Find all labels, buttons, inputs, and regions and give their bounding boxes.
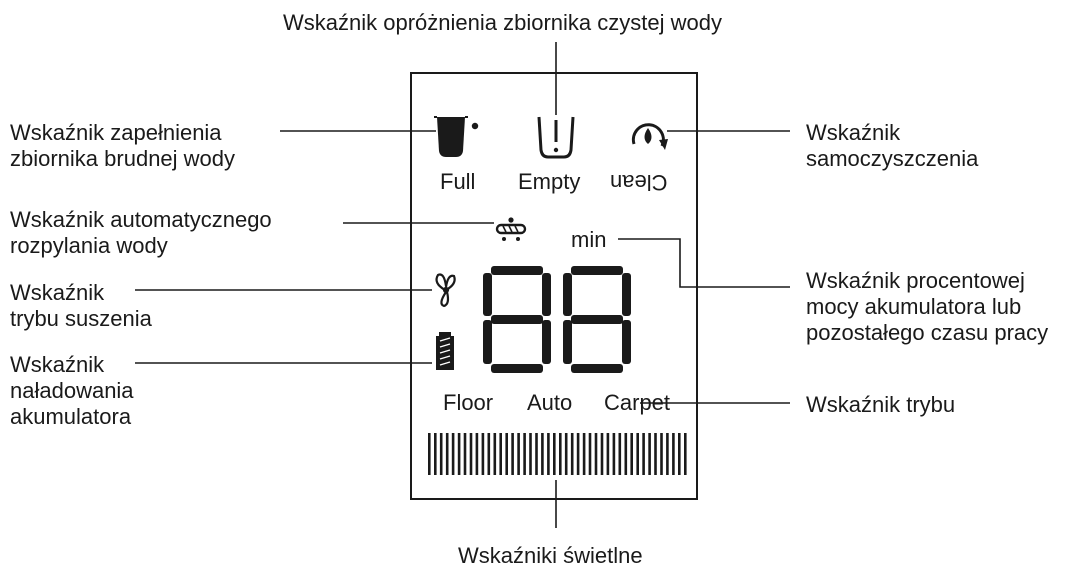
light-bar-segment [588, 433, 592, 475]
floor-label: Floor [443, 390, 494, 415]
light-bar-segment [576, 433, 580, 475]
light-bar-segment [660, 433, 663, 475]
light-bar-segment [630, 433, 633, 475]
callout-light-indicators: Wskaźniki świetlne [458, 543, 643, 568]
battery-icon [436, 332, 454, 370]
light-bar-segment [672, 433, 675, 475]
spray-icon [495, 217, 527, 241]
full-label: Full [440, 169, 476, 194]
light-bar-segment [469, 433, 473, 475]
min-label: min [571, 227, 607, 252]
light-bar-segment [636, 433, 639, 475]
light-bar-segment [654, 433, 657, 475]
digit-2-segment-g [571, 315, 623, 324]
light-bar-segment [535, 433, 538, 475]
digit-2-segment-d [571, 364, 623, 373]
callout-drying-mode: Wskaźnik trybu suszenia [10, 280, 152, 331]
light-bar-segment [553, 433, 556, 475]
fan-icon [435, 273, 456, 308]
light-bar-segment [517, 433, 520, 475]
digit-2-segment-e [563, 320, 572, 364]
light-bar-segment [475, 433, 479, 475]
self-clean-icon [631, 123, 668, 150]
empty-label: Empty [518, 169, 581, 194]
light-bar-segment [445, 433, 449, 475]
callout-battery-percent: Wskaźnik procentowej mocy akumulatora lu… [806, 268, 1049, 345]
digit-1-segment-d [491, 364, 543, 373]
callout-clean-tank-empty: Wskaźnik opróżnienia zbiornika czystej w… [283, 10, 722, 35]
light-bar-segment [451, 433, 455, 475]
light-bar-segment [666, 433, 669, 475]
callout-battery-charging: Wskaźnik naładowania akumulatora [10, 352, 134, 429]
lcd-display [410, 72, 698, 500]
light-bar-segment [594, 433, 598, 475]
light-bar-segment [559, 433, 562, 475]
leader-lines [135, 42, 790, 528]
digit-1-segment-b [542, 273, 551, 316]
light-bar-segment [463, 433, 467, 475]
light-bar-segment [505, 433, 508, 475]
light-bar-segment [606, 433, 610, 475]
light-bar-segment [434, 433, 437, 475]
light-bar-segment [428, 433, 431, 475]
light-bar-segment [523, 433, 526, 475]
light-bar-segment [678, 433, 681, 475]
light-bar-segment [600, 433, 604, 475]
light-bar-segment [618, 433, 622, 475]
leader-battery-percent [618, 238, 790, 288]
light-bar-segment [511, 433, 514, 475]
digit-2-segment-f [563, 273, 572, 316]
light-bar-segment [564, 433, 568, 475]
digit-1-segment-e [483, 320, 492, 364]
light-bar-segment [570, 433, 574, 475]
digit-2-segment-b [622, 273, 631, 316]
light-bar-segment [499, 433, 502, 475]
dirty-tank-icon [434, 116, 479, 157]
digit-display [483, 266, 631, 373]
callout-auto-spray: Wskaźnik automatycznego rozpylania wody [10, 207, 272, 258]
light-bar-segment [439, 433, 443, 475]
light-bar-segment [684, 433, 687, 475]
light-bar-segment [642, 433, 645, 475]
light-bar-segment [624, 433, 628, 475]
digit-1-segment-c [542, 320, 551, 364]
light-bar-segment [541, 433, 544, 475]
empty-tank-icon [537, 116, 575, 159]
light-bar-segment [582, 433, 586, 475]
digit-2-segment-c [622, 320, 631, 364]
callout-self-clean: Wskaźnik samoczyszczenia [806, 120, 979, 171]
callout-dirty-tank-full: Wskaźnik zapełnienia zbiornika brudnej w… [10, 120, 236, 171]
light-bar-segment [547, 433, 550, 475]
light-bar [428, 433, 687, 475]
auto-label: Auto [527, 390, 573, 415]
digit-2-segment-a [571, 266, 623, 275]
light-bar-segment [612, 433, 616, 475]
digit-1-segment-f [483, 273, 492, 316]
callout-mode: Wskaźnik trybu [806, 392, 956, 417]
light-bar-segment [648, 433, 651, 475]
light-bar-segment [481, 433, 485, 475]
digit-1-segment-a [491, 266, 543, 275]
digit-1-segment-g [491, 315, 543, 324]
light-bar-segment [529, 433, 532, 475]
light-bar-segment [457, 433, 461, 475]
light-bar-segment [493, 433, 497, 475]
light-bar-segment [487, 433, 491, 475]
